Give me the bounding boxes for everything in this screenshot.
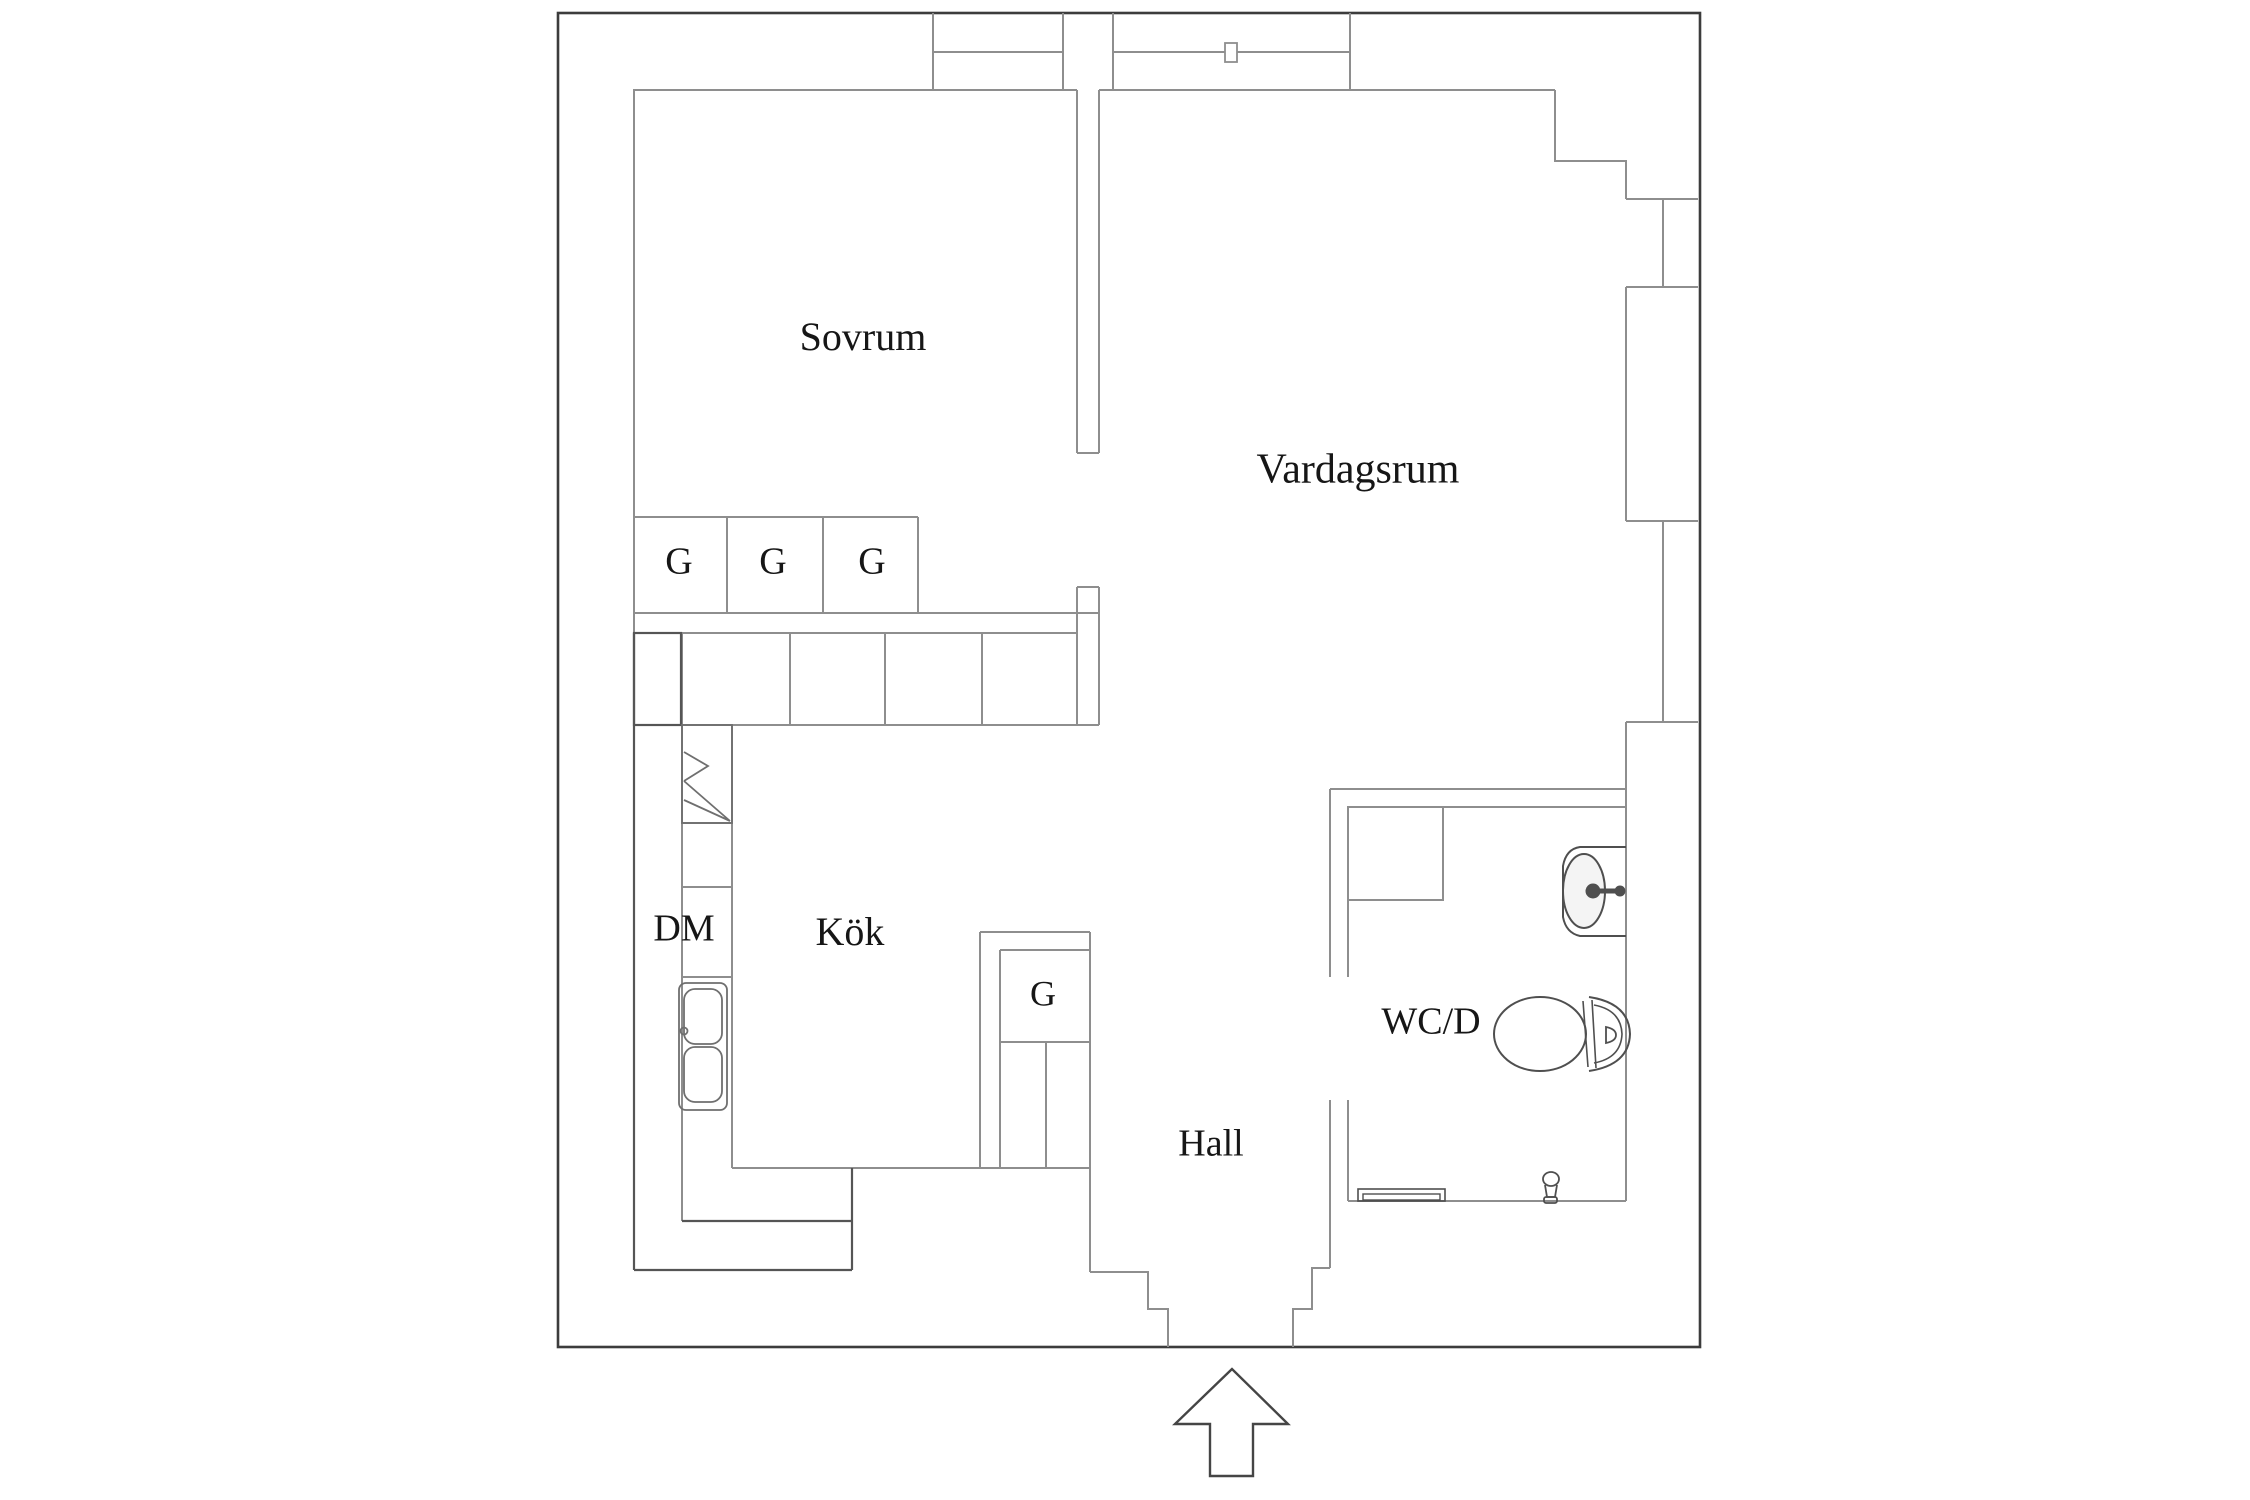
wardrobe-row-walls <box>633 516 919 613</box>
windows <box>1626 198 1698 723</box>
bathroom-fixtures <box>1357 846 1632 1204</box>
toilet-flush-button <box>1605 1025 1617 1045</box>
kitchen-living-divider-wall <box>1076 586 1100 726</box>
kitchen-fixtures <box>678 724 733 1111</box>
toilet-tank-outer <box>1588 996 1632 1072</box>
entrance-arrow-icon <box>1172 1367 1291 1478</box>
window-icon <box>1626 198 1698 288</box>
floor-valve-foot <box>1543 1196 1558 1204</box>
interior-walls <box>633 13 1627 1347</box>
bathroom-label: WC/D <box>1381 1001 1480 1043</box>
window-marker-icon <box>1224 42 1238 63</box>
kitchen-counter-row <box>634 633 1077 726</box>
toilet-tank-inner <box>1593 1004 1623 1064</box>
hall-label: Hall <box>1178 1123 1243 1165</box>
balcony-strip-walls <box>932 13 1351 90</box>
entry-steps-right <box>1292 1267 1330 1347</box>
radiator-inner <box>1362 1193 1441 1201</box>
window-icon <box>1626 520 1698 723</box>
shaft-box <box>632 631 683 727</box>
entry-steps-left <box>1090 1271 1169 1347</box>
fridge-triangle-icon <box>683 751 731 822</box>
kitchen-sw-wall-block <box>634 1168 854 1272</box>
fridge-icon <box>681 724 733 824</box>
radiator-icon <box>1357 1188 1446 1202</box>
faucet-knob <box>1585 883 1601 899</box>
kitchen-label: Kök <box>816 909 885 954</box>
kitchen-north-wall <box>633 612 1099 634</box>
sink-bowl-bottom <box>683 1046 723 1103</box>
bedroom-label: Sovrum <box>800 314 927 359</box>
hall-closet-walls <box>979 931 1091 1272</box>
sink-tap-dot <box>679 1026 689 1036</box>
kitchen-sink-icon <box>678 982 728 1111</box>
wardrobe-label-kitchen: G <box>1030 973 1056 1013</box>
wardrobe-label-3: G <box>858 541 885 583</box>
wardrobe-label-1: G <box>665 541 692 583</box>
toilet-seat-hinge <box>1582 999 1597 1069</box>
faucet-base <box>1614 885 1626 897</box>
sink-bowl-top <box>683 988 723 1045</box>
floor-valve-icon <box>1542 1171 1560 1187</box>
toilet-bowl-icon <box>1493 996 1587 1072</box>
right-stepped-wall <box>1554 90 1627 789</box>
shower-square <box>1347 806 1444 901</box>
living-room-label: Vardagsrum <box>1257 447 1460 493</box>
dishwasher-label: DM <box>653 908 714 950</box>
outer-wall <box>556 11 1702 1349</box>
bedroom-living-divider-wall <box>1076 90 1100 454</box>
wardrobe-label-2: G <box>759 541 786 583</box>
dark-walls <box>632 631 854 1272</box>
